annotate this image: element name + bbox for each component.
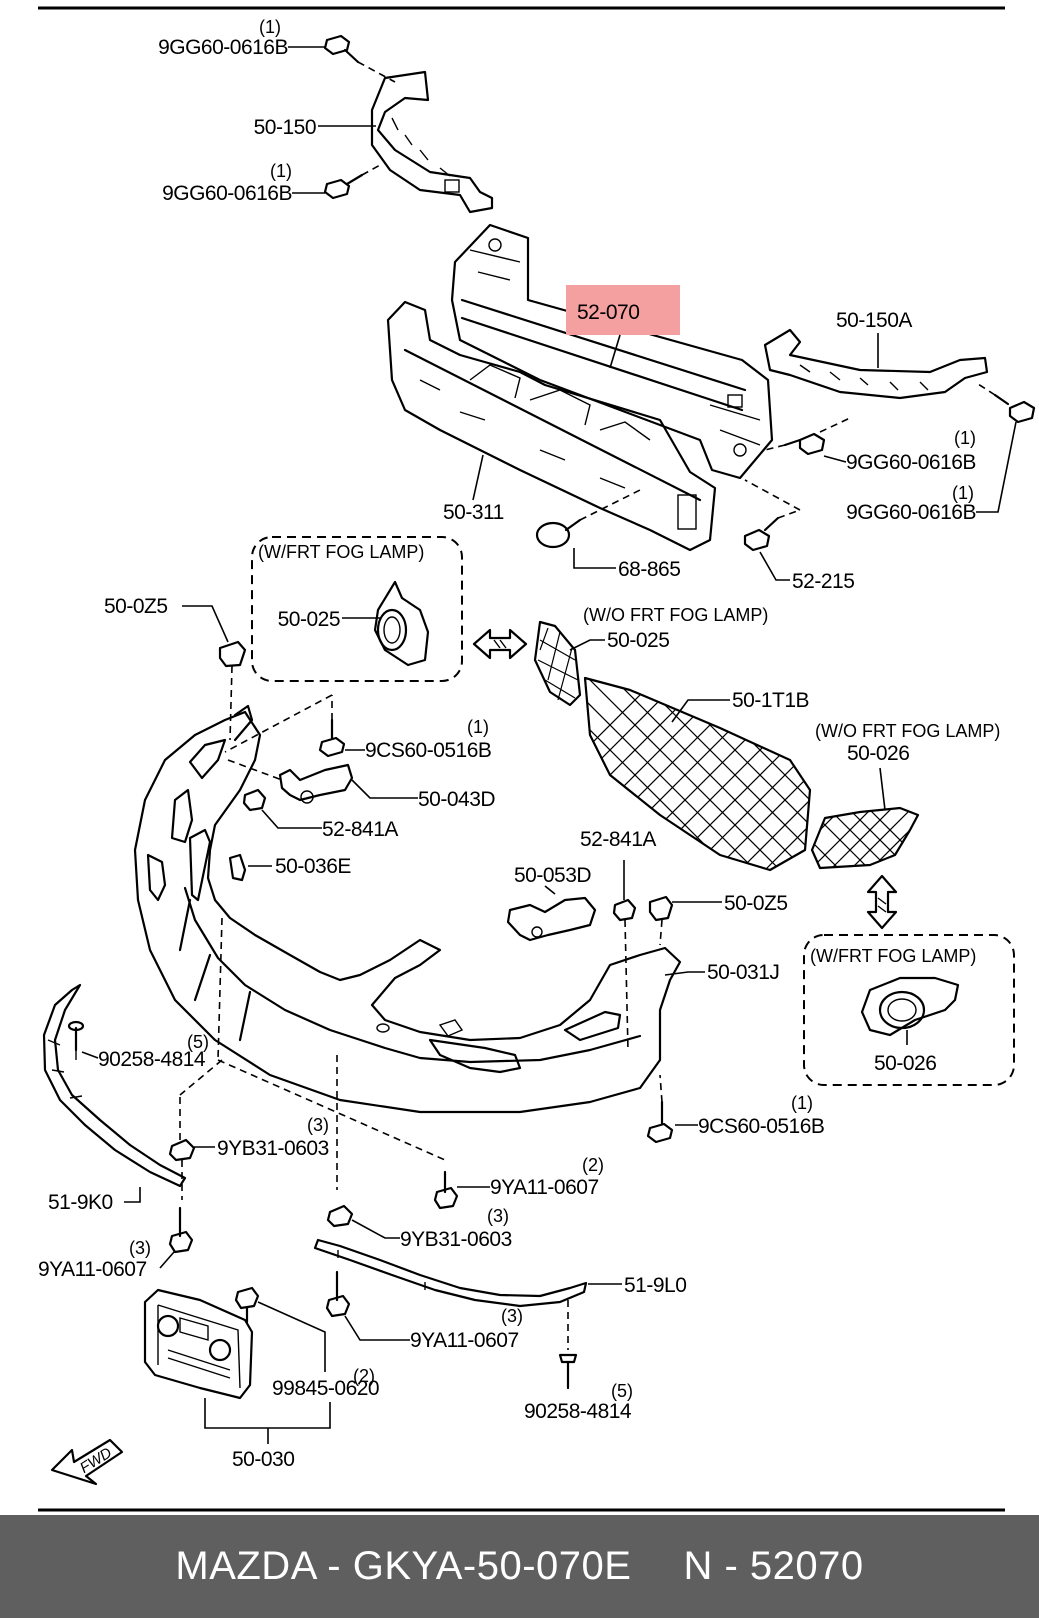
bolt-9cs60-1: [224, 694, 346, 758]
bolt-9ya11-0607-left: [168, 1206, 194, 1254]
footer-diagram-ref: N - 52070: [683, 1544, 864, 1588]
bolt-9cs-1-qty: (1): [467, 717, 489, 737]
nut-9yb31-0603-1: [168, 1095, 196, 1200]
fog-lamp-box-bottom: [803, 934, 1015, 1086]
fog-box-bottom-title: (W/FRT FOG LAMP): [810, 946, 976, 966]
molding-51-9L0: [313, 1238, 588, 1308]
bolt-9gg60-top-2: [323, 163, 383, 200]
alternative-arrow-horizontal: [472, 628, 528, 660]
bolt-9ya11-0607-center: [217, 1055, 459, 1210]
clip-50-036E: [228, 853, 247, 882]
bolt-right-1-code: 9GG60-0616B: [846, 451, 976, 474]
bumper-fascia-50-031J: [133, 704, 682, 1114]
nut-9yb-1-qty: (3): [307, 1115, 329, 1135]
footer-part-number: MAZDA - GKYA-50-070E: [175, 1544, 632, 1588]
bracket-50-150: [370, 70, 494, 214]
screw-right-code: 90258-4814: [524, 1400, 632, 1423]
forward-arrow-icon: FWD: [50, 1438, 124, 1486]
bracket-50-043D: [227, 759, 354, 804]
grille-label: 50-1T1B: [732, 689, 809, 712]
bumper-reinforcement-52-070: [450, 223, 774, 480]
bracket-053d-label: 50-053D: [514, 864, 591, 887]
bolt-52215-label: 52-215: [792, 570, 854, 593]
bolt-99845-qty: (2): [353, 1366, 375, 1386]
bolt-right-1-qty: (1): [954, 428, 976, 448]
wo-fog-title-2: (W/O FRT FOG LAMP): [815, 721, 1000, 741]
nut-9yb-2-code: 9YB31-0603: [400, 1228, 512, 1251]
bracket-50-150A: [763, 328, 989, 400]
fog-lamp-box-top: [251, 536, 463, 682]
fog-cover-50-025: [533, 620, 582, 707]
bolt-99845-code: 99845-0620: [272, 1377, 379, 1400]
bolt-right-2-qty: (1): [952, 483, 974, 503]
bolt-9ya-2-code: 9YA11-0607: [38, 1258, 147, 1281]
bolt-9gg60-top-1: [323, 34, 396, 83]
screw-left-qty: (5): [187, 1032, 209, 1052]
molding-bottom-label: 51-9L0: [624, 1274, 686, 1297]
bolt-top-1-code: 9GG60-0616B: [158, 36, 288, 59]
license-bracket-50-030: [143, 1288, 254, 1400]
molding-left-label: 51-9K0: [48, 1191, 113, 1214]
bracket-left-label: 50-150: [254, 116, 316, 139]
screw-90258-4814-right: [558, 1300, 578, 1390]
molding-51-9K0: [42, 983, 187, 1188]
bolt-top-2-code: 9GG60-0616B: [162, 182, 292, 205]
bolt-9gg60-right-2: [974, 381, 1036, 424]
fog-bezel-50-025-w: [373, 580, 430, 667]
bracket-right-label: 50-150A: [836, 309, 912, 332]
plate-bracket-label: 50-030: [232, 1448, 294, 1471]
clip-oz5-left-label: 50-0Z5: [104, 595, 168, 618]
screw-90258-4814-left: [67, 1020, 85, 1060]
reinforcement-label: 52-070: [577, 301, 639, 324]
bumper-label: 50-031J: [707, 961, 779, 984]
clip-68-865: [535, 489, 641, 549]
bolt-9ya-1-qty: (2): [582, 1155, 604, 1175]
screw-right-qty: (5): [611, 1381, 633, 1401]
fog-cover-right-label: 50-026: [847, 742, 909, 765]
bracket-50-053D: [506, 896, 597, 942]
bolt-9cs-2-qty: (1): [791, 1093, 813, 1113]
clip-68865-label: 68-865: [618, 558, 680, 581]
bolt-9cs-2-code: 9CS60-0516B: [698, 1115, 824, 1138]
fog-bezel-w-label: 50-025: [278, 608, 340, 631]
clip-036e-label: 50-036E: [275, 855, 351, 878]
nut-9yb-1-code: 9YB31-0603: [217, 1137, 329, 1160]
nut-9yb31-0603-2: [326, 1204, 354, 1228]
bolt-9ya11-0607-lower: [325, 1270, 351, 1318]
parts-exploded-diagram: (1) 9GG60-0616B 50-150 (1) 9GG60-0616B 5…: [38, 6, 1036, 1512]
fog-bezel-right-label: 50-026: [874, 1052, 936, 1075]
fog-box-top-title: (W/FRT FOG LAMP): [258, 542, 424, 562]
bolt-top-2-qty: (1): [270, 161, 292, 181]
alternative-arrow-vertical: [866, 874, 898, 930]
clip-50-0z5-left: [218, 640, 247, 741]
bolt-9ya-3-code: 9YA11-0607: [410, 1329, 519, 1352]
nut-9yb-2-qty: (3): [487, 1206, 509, 1226]
bolt-9ya-1-code: 9YA11-0607: [490, 1176, 599, 1199]
clip-oz5-right-label: 50-0Z5: [724, 892, 788, 915]
clip-50-0z5-right: [648, 895, 674, 946]
bolt-9gg60-right-1: [764, 417, 851, 456]
wo-fog-title-1: (W/O FRT FOG LAMP): [583, 605, 768, 625]
fog-cover-50-026: [810, 806, 920, 870]
footer-bar: MAZDA - GKYA-50-070E N - 52070: [0, 1515, 1039, 1618]
bolt-9cs-1-code: 9CS60-0516B: [365, 739, 491, 762]
nut-52-841A-right: [612, 898, 637, 1051]
bolt-52-215: [743, 479, 801, 552]
nut-52-841A-left: [242, 788, 267, 812]
bolt-9cs60-2: [646, 1074, 674, 1144]
energy-absorber-50-311: [386, 300, 717, 552]
nut-841a-left-label: 52-841A: [322, 818, 398, 841]
bracket-043d-label: 50-043D: [418, 788, 495, 811]
bolt-9ya-3-qty: (3): [501, 1306, 523, 1326]
highlight-box: [566, 285, 680, 335]
screw-left-code: 90258-4814: [98, 1048, 206, 1071]
bolt-9ya-2-qty: (3): [129, 1238, 151, 1258]
bolt-99845-0620: [234, 1286, 260, 1324]
nut-841a-right-label: 52-841A: [580, 828, 656, 851]
bolt-right-2-code: 9GG60-0616B: [846, 501, 976, 524]
fog-bezel-50-026: [860, 976, 960, 1037]
absorber-label: 50-311: [443, 501, 504, 524]
fog-cover-left-label: 50-025: [607, 629, 669, 652]
bolt-top-1-qty: (1): [259, 17, 281, 37]
